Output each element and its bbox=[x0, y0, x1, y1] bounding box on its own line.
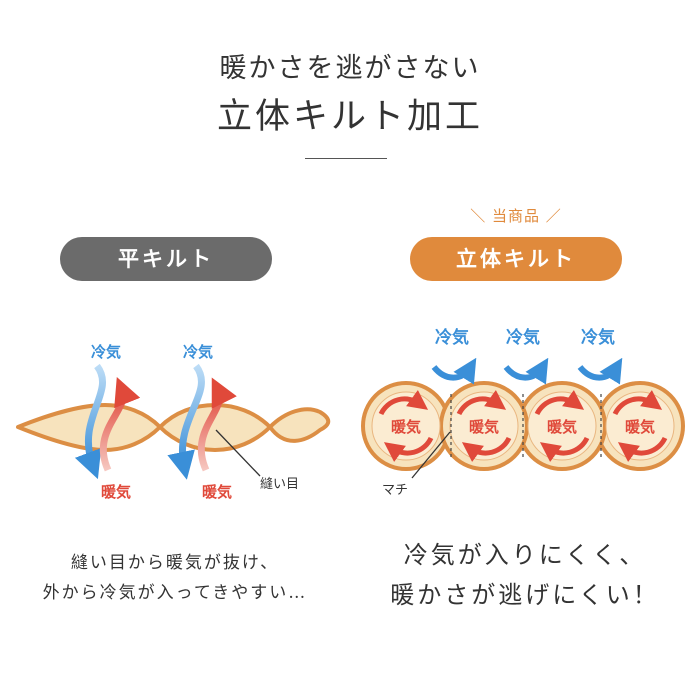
cold-air-arrow-2 bbox=[167, 363, 205, 480]
dim-caption-line-1: 冷気が入りにくく、 bbox=[403, 541, 647, 569]
flat-quilt-body bbox=[16, 403, 331, 452]
warm-air-arrow-2 bbox=[197, 377, 237, 472]
arrow-curved-right-icon bbox=[503, 357, 549, 385]
page-title: 立体キルト加工 bbox=[216, 97, 483, 137]
dimensional-quilt-label: 立体キルト bbox=[410, 237, 622, 281]
flat-cold-label-2: 冷気 bbox=[183, 343, 213, 361]
flat-quilt-label: 平キルト bbox=[60, 237, 272, 281]
dim-cold-label-3: 冷気 bbox=[581, 327, 615, 348]
seam-label: 縫い目 bbox=[260, 477, 299, 492]
flat-warm-label-1: 暖気 bbox=[101, 483, 131, 501]
circular-arrow-icon bbox=[612, 390, 668, 462]
header-subtitle: 暖かさを逃がさない bbox=[219, 53, 481, 84]
dim-warm-label-3: 暖気 bbox=[547, 418, 577, 436]
flat-caption-line-2: 外から冷気が入ってきやすい… bbox=[42, 583, 308, 603]
this-product-tag: ＼ 当商品 ／ bbox=[470, 207, 562, 225]
arrow-curved-right-icon bbox=[431, 357, 477, 385]
dimensional-quilt-diagram: 暖気 暖気 暖気 暖気 冷気 冷気 冷気 マチ bbox=[361, 327, 685, 498]
dim-warm-label-1: 暖気 bbox=[391, 418, 421, 436]
circular-arrow-icon bbox=[534, 390, 590, 462]
circular-arrow-icon bbox=[456, 390, 512, 462]
warm-air-arrow-1 bbox=[99, 376, 141, 472]
dimensional-quilt-caption: 冷気が入りにくく、 暖かさが逃げにくい！ bbox=[350, 535, 700, 615]
flat-quilt-caption: 縫い目から暖気が抜け、 外から冷気が入ってきやすい… bbox=[0, 548, 350, 608]
cold-air-arrow-1 bbox=[74, 363, 106, 480]
dim-warm-label-4: 暖気 bbox=[625, 418, 655, 436]
circular-arrow-icon bbox=[378, 390, 434, 462]
flat-quilt-diagram: 冷気 冷気 暖気 暖気 縫い目 bbox=[16, 343, 331, 501]
seam-leader-line bbox=[215, 429, 261, 477]
dim-warm-label-2: 暖気 bbox=[469, 418, 499, 436]
dim-caption-line-2: 暖かさが逃げにくい！ bbox=[390, 581, 660, 609]
gusset-leader-line bbox=[411, 431, 451, 479]
flat-caption-line-1: 縫い目から暖気が抜け、 bbox=[70, 553, 280, 573]
title-divider bbox=[305, 158, 387, 159]
arrow-curved-right-icon bbox=[577, 357, 623, 385]
flat-warm-label-2: 暖気 bbox=[202, 483, 232, 501]
dim-cold-label-1: 冷気 bbox=[435, 327, 469, 348]
gusset-label: マチ bbox=[382, 483, 408, 498]
dim-cold-label-2: 冷気 bbox=[506, 327, 540, 348]
flat-cold-label-1: 冷気 bbox=[91, 343, 121, 361]
